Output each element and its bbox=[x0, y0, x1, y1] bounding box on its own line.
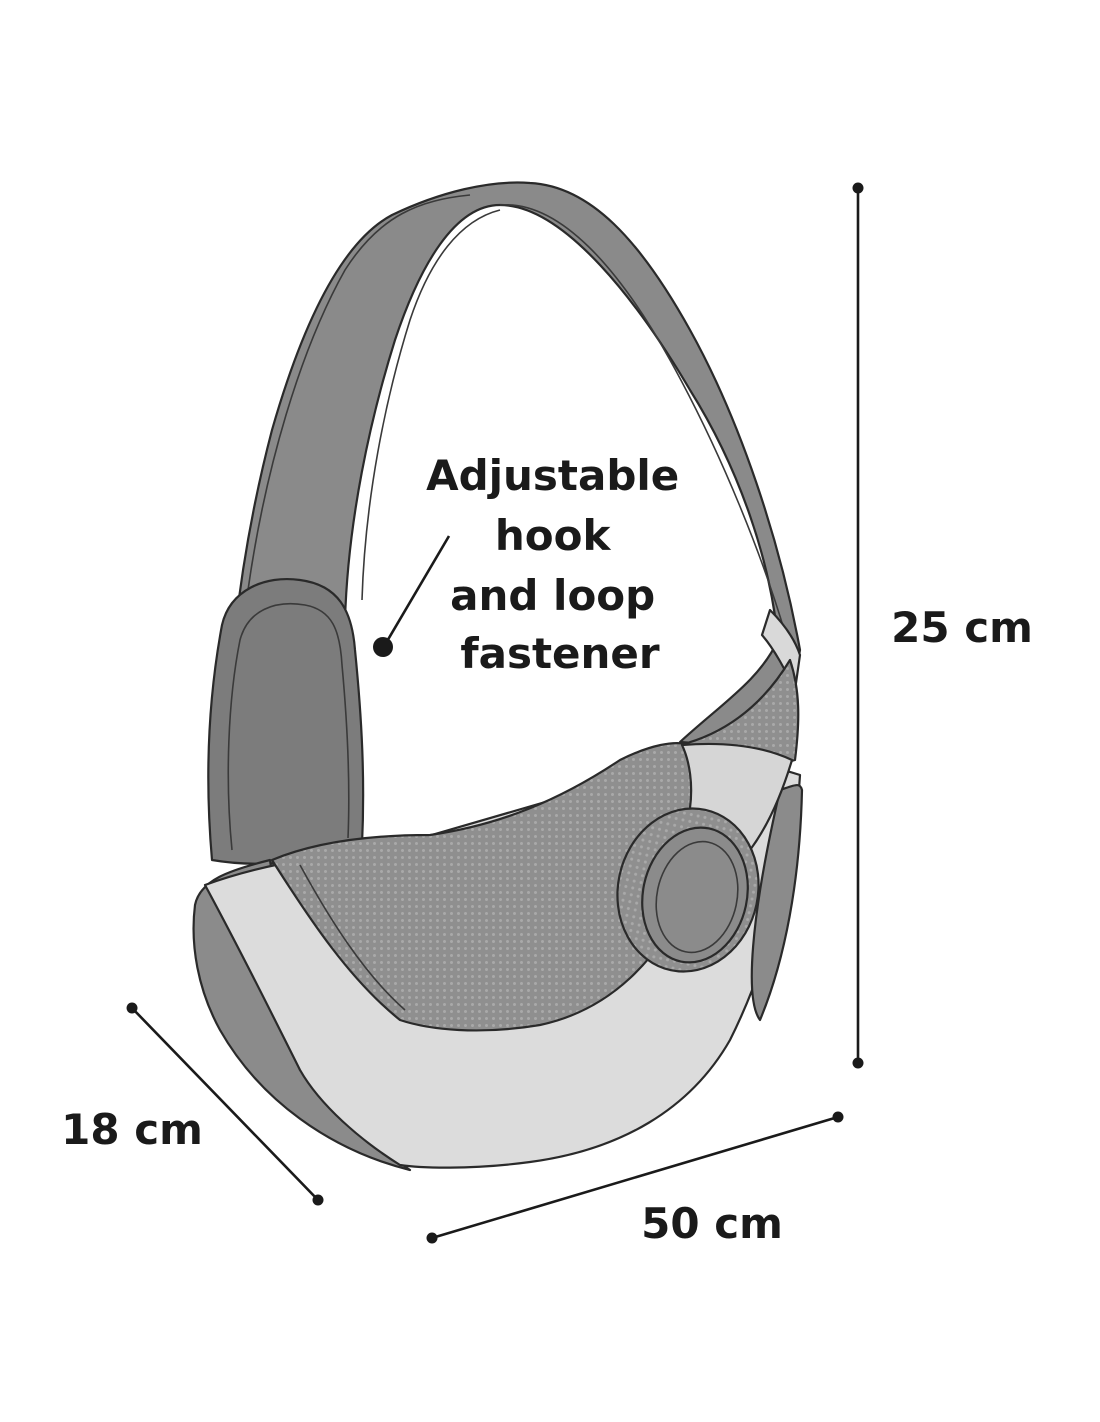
height-dimension bbox=[852, 182, 864, 1069]
callout-pointer bbox=[373, 535, 451, 657]
depth-dimension bbox=[126, 1002, 324, 1206]
callout-line-1: Adjustable bbox=[426, 451, 679, 500]
callout-label: Adjustable hook and loop fastener bbox=[426, 451, 694, 678]
height-label: 25 cm bbox=[891, 603, 1033, 652]
callout-line-2: hook bbox=[495, 511, 612, 560]
callout-dot bbox=[373, 637, 393, 657]
depth-label: 18 cm bbox=[61, 1105, 203, 1154]
width-label: 50 cm bbox=[641, 1199, 783, 1248]
fastener-pad bbox=[207, 578, 365, 865]
width-dimension bbox=[426, 1111, 844, 1244]
callout-line-3: and loop bbox=[450, 571, 655, 620]
side-ring bbox=[616, 807, 760, 973]
callout-line-4: fastener bbox=[460, 629, 660, 678]
